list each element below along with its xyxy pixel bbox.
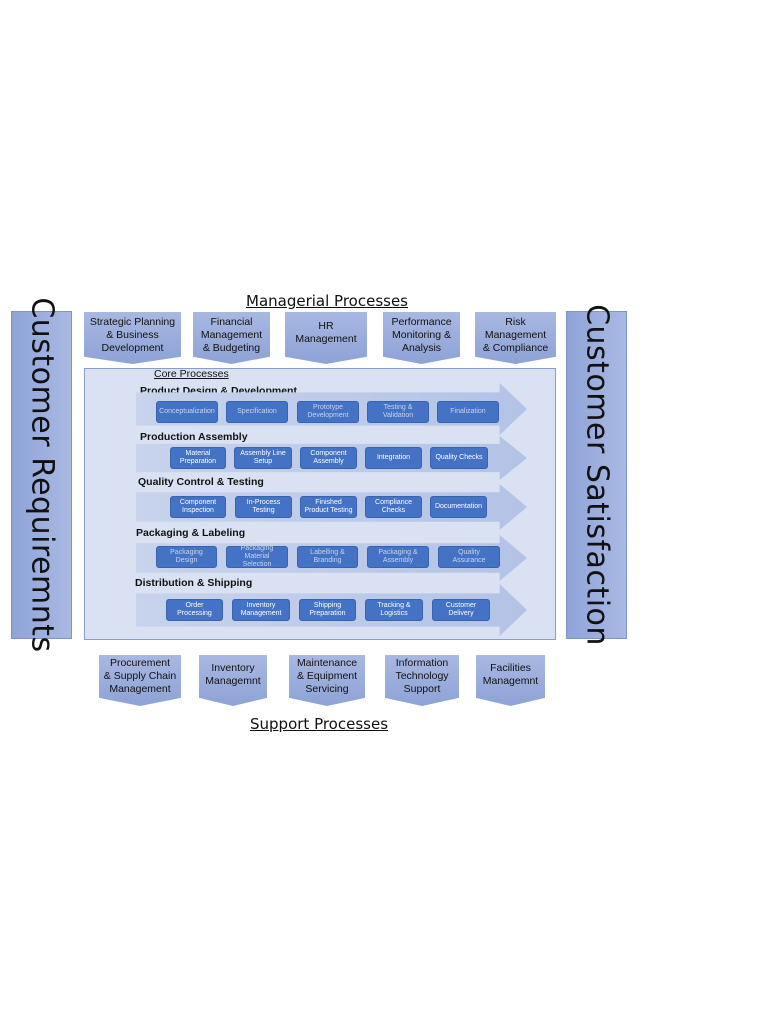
managerial-item-label: Risk Management & Compliance [482,316,549,354]
step-finalization: Finalization [437,401,499,423]
managerial-item-label: Performance Monitoring & Analysis [391,316,452,354]
customer-satisfaction-panel: Customer Satisfaction [566,304,627,646]
managerial-item-performance: Performance Monitoring & Analysis [383,312,460,364]
step-material-preparation: Material Preparation [170,447,226,469]
core-processes-label: Core Processes [154,368,229,380]
managerial-item-label: Financial Management & Budgeting [200,316,263,354]
managerial-item-risk: Risk Management & Compliance [475,312,556,364]
managerial-item-financial: Financial Management & Budgeting [193,312,270,364]
managerial-item-label: Strategic Planning & Business Developmen… [89,316,176,354]
step-packaging-design: Packaging Design [156,546,217,568]
support-item-procurement: Procurement & Supply Chain Management [99,655,181,706]
step-conceptualization: Conceptualization [156,401,218,423]
step-in-process-testing: In-Process Testing [235,496,292,518]
support-processes-title: Support Processes [250,715,389,733]
step-assembly-line-setup: Assembly Line Setup [234,447,292,469]
step-shipping-preparation: Shipping Preparation [299,599,356,621]
support-item-label: Inventory Managemnt [205,662,261,687]
customer-requirements-panel: Customer Requiremnts [11,297,72,653]
managerial-processes-title: Managerial Processes [246,292,408,310]
managerial-item-strategic-planning: Strategic Planning & Business Developmen… [84,312,181,364]
step-packaging-assembly: Packaging & Assembly [367,546,429,568]
step-documentation: Documentation [430,496,487,518]
support-item-label: Information Technology Support [395,657,449,695]
step-component-assembly: Component Assembly [300,447,357,469]
step-finished-product-testing: Finished Product Testing [300,496,357,518]
step-inventory-management: Inventory Management [232,599,290,621]
step-packaging-material-selection: Packaging Material Selection [226,545,288,568]
row-title-packaging-labeling: Packaging & Labeling [136,527,246,539]
support-item-inventory: Inventory Managemnt [199,655,267,706]
step-customer-delivery: Customer Delivery [432,599,490,621]
step-specification: Specification [226,401,288,423]
step-order-processing: Order Processing [166,599,223,621]
customer-requirements-label: Customer Requiremnts [24,297,59,653]
step-prototype-development: Prototype Development [297,401,359,423]
managerial-item-hr: HR Management [285,312,367,364]
managerial-item-label: HR Management [295,320,357,345]
customer-satisfaction-label: Customer Satisfaction [579,304,614,646]
step-quality-checks: Quality Checks [430,447,488,469]
step-quality-assurance: Quality Assurance [438,546,500,568]
support-item-label: Facilities Managemnt [482,662,539,687]
step-testing-validation: Testing & Validation [367,401,429,423]
step-integration: Integration [365,447,422,469]
row-title-production-assembly: Production Assembly [140,431,248,443]
support-item-label: Procurement & Supply Chain Management [103,657,177,695]
row-title-quality-control: Quality Control & Testing [138,476,264,488]
step-labelling-branding: Labelling & Branding [297,546,358,568]
step-component-inspection: Component Inspection [170,496,226,518]
support-item-label: Maintenance & Equipment Servicing [296,657,358,695]
step-tracking-logistics: Tracking & Logistics [365,599,423,621]
row-title-distribution-shipping: Distribution & Shipping [135,577,253,589]
support-item-it: Information Technology Support [385,655,459,706]
support-item-maintenance: Maintenance & Equipment Servicing [289,655,365,706]
support-item-facilities: Facilities Managemnt [476,655,545,706]
step-compliance-checks: Compliance Checks [365,496,422,518]
